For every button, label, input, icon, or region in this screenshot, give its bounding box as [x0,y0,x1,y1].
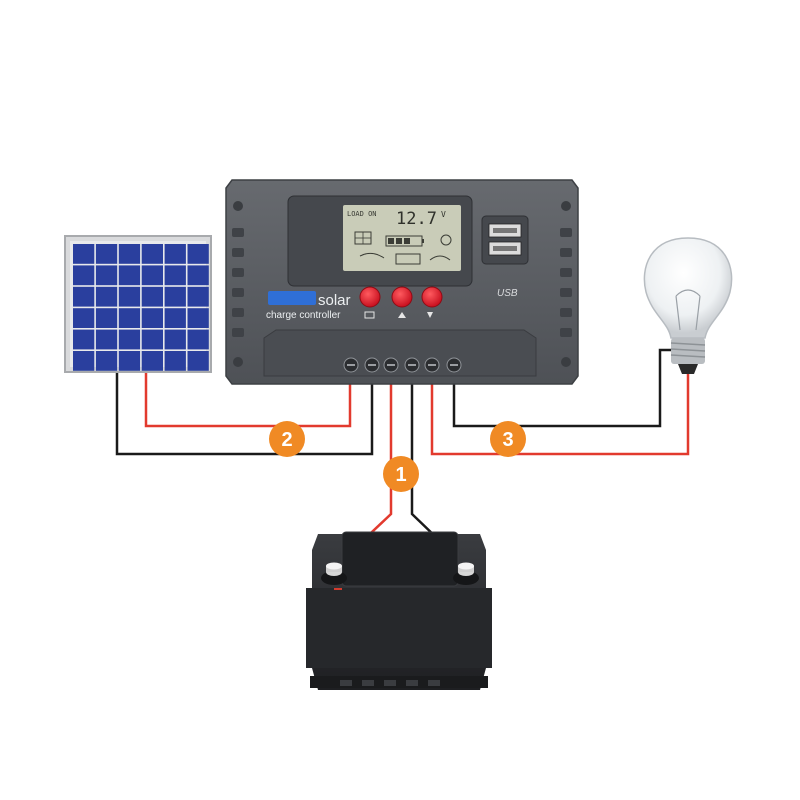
panel-cell [95,265,118,286]
panel-cell [141,329,163,350]
panel-cell [187,286,209,307]
lcd-panel-icon [354,231,372,245]
panel-cell [95,244,118,264]
panel-cell [118,286,141,307]
load-black-wire [452,348,680,428]
light-bulb [643,237,733,374]
panel-cell [187,244,209,264]
lcd-status-text: LOAD ON [347,210,377,218]
panel-cell [164,308,186,328]
panel-cells [73,244,209,371]
panel-cell [73,351,95,371]
terminal-block [343,357,462,373]
down-arrow-icon [427,312,433,318]
panel-cell [164,244,186,264]
usb-label: USB [497,288,518,299]
panel-cell [118,265,141,286]
step-badge-2: 2 [269,421,305,457]
lcd-voltage-value: 12.7 [396,209,437,229]
panel-black-wire [115,372,374,456]
brand-logo [268,291,316,305]
panel-cell [73,308,95,328]
battery [306,531,492,690]
panel-cell [164,351,186,371]
up-arrow-icon [398,312,406,318]
panel-cell [118,351,141,371]
panel-cell [141,265,163,286]
panel-cell [95,286,118,307]
panel-cell [187,351,209,371]
battery-negative-terminal [453,562,479,585]
wires [115,348,690,569]
panel-cell [141,286,163,307]
panel-cell [187,308,209,328]
panel-cell [95,308,118,328]
panel-cell [73,286,95,307]
step-badge-2-label: 2 [281,429,292,451]
load-red-wire [430,372,690,456]
step-badge-1: 1 [383,456,419,492]
brand-subtitle: charge controller [266,310,341,321]
panel-cell [141,351,163,371]
panel-cell [73,265,95,286]
menu-button[interactable] [359,286,381,308]
panel-cell [118,244,141,264]
panel-cell [141,308,163,328]
panel-cell [164,265,186,286]
charge-controller: LOAD ON 12.7 V [225,179,579,385]
panel-cell [118,329,141,350]
down-button[interactable] [421,286,443,308]
step-badge-1-label: 1 [395,464,406,486]
panel-cell [73,244,95,264]
panel-cell [95,351,118,371]
lcd-bulb-icon [440,234,452,246]
usb-port[interactable] [481,215,529,265]
step-badge-3-label: 3 [502,429,513,451]
step-badge-3: 3 [490,421,526,457]
solar-panel [64,235,212,373]
panel-cell [118,308,141,328]
brand-word: solar [318,292,351,309]
panel-cell [164,286,186,307]
battery-positive-terminal [321,562,347,585]
lcd-display: LOAD ON 12.7 V [287,195,473,287]
panel-cell [187,265,209,286]
up-button[interactable] [391,286,413,308]
lcd-voltage-unit: V [441,210,446,219]
panel-red-wire [144,372,352,428]
panel-cell [73,329,95,350]
panel-cell [164,329,186,350]
lcd-battery-icon [385,235,424,247]
menu-icon [364,311,375,319]
panel-cell [187,329,209,350]
panel-cell [95,329,118,350]
panel-cell [141,244,163,264]
